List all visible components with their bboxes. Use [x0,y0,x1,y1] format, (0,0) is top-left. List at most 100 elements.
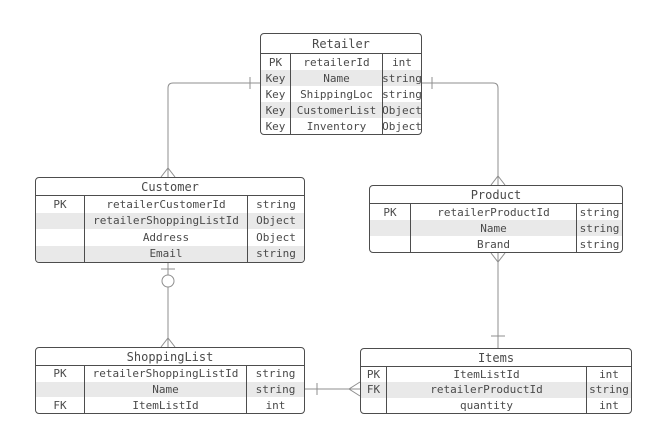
attribute-type-cell: string [246,381,304,398]
crow-foot-many [490,175,506,186]
attribute-name-cell: retailerProductId [437,205,550,219]
entity-body: PK retailerId int Key Name string Key Sh… [261,54,421,134]
attribute-name-cell: Inventory [306,119,367,133]
attribute-type-cell: int [586,397,631,413]
entity-title: Product [370,186,622,204]
attribute-type-cell: string [576,220,622,236]
entity-body: PK retailerShoppingListId string Name st… [36,366,304,413]
entity-title: Items [361,349,631,367]
key-cell [36,245,85,262]
entity-title: Retailer [261,34,421,54]
key-cell: FK [36,397,85,413]
crow-foot-many [160,337,176,348]
attribute-name-cell: ItemListId [453,368,520,382]
key-cell [36,229,85,246]
key-cell [361,397,387,413]
attribute-type-cell: string [586,382,631,398]
key-cell: Key [261,118,291,134]
attribute-name-cell: retailerShoppingListId [92,367,239,381]
attribute-row: FK ItemListId int [36,397,304,413]
entity-title: Customer [36,178,304,196]
attribute-type-cell: int [586,367,631,383]
entity-product[interactable]: Product PK retailerProductId string Name… [369,185,623,253]
attribute-name-cell: Email [149,247,183,261]
attribute-row: Key Name string [261,70,421,86]
attribute-row: FK retailerProductId string [361,382,631,398]
attribute-row: Email string [36,245,304,262]
entity-body: PK retailerCustomerId string retailerSho… [36,196,304,262]
attribute-name-cell: Brand [476,237,511,251]
key-cell: PK [36,196,85,213]
entity-body: PK retailerProductId string Name string … [370,204,622,252]
entity-items[interactable]: Items PK ItemListId int FK retailerProdu… [360,348,632,414]
edge-product-items [490,252,506,348]
attribute-row: PK ItemListId int [361,367,631,383]
key-cell: PK [261,54,291,70]
attribute-name-cell: quantity [460,398,513,412]
crow-foot-many [348,381,361,397]
key-cell: PK [361,367,387,383]
attribute-name-cell: Address [142,230,190,244]
edge-shoppinglist-items [305,381,361,397]
crow-foot-many [160,167,176,178]
key-cell [36,381,85,398]
attribute-type-cell: Object [247,229,304,246]
crow-foot-many [490,252,506,263]
attribute-row: PK retailerCustomerId string [36,196,304,213]
attribute-row: Key ShippingLoc string [261,86,421,102]
attribute-name-cell: Name [480,221,507,235]
attribute-type-cell: string [382,86,421,102]
edge-line [422,82,499,185]
attribute-type-cell: string [246,366,304,382]
attribute-name-cell: ItemListId [132,398,199,412]
key-cell: FK [361,382,387,398]
attribute-name-cell: Name [152,383,179,396]
key-cell: PK [370,204,411,220]
attribute-type-cell: int [246,397,304,413]
attribute-type-cell: string [247,245,304,262]
attribute-name-cell: retailerCustomerId [106,197,226,211]
attribute-name-cell: retailerProductId [430,383,543,397]
key-cell [36,212,85,229]
attribute-name-cell: CustomerList [296,103,377,117]
attribute-row: quantity int [361,397,631,413]
edge-retailer-customer [160,77,260,178]
attribute-row: Name string [370,220,622,236]
key-cell [370,220,411,236]
attribute-name-cell: Name [323,71,350,85]
entity-shoppinglist[interactable]: ShoppingList PK retailerShoppingListId s… [35,347,305,414]
attribute-row: PK retailerShoppingListId string [36,366,304,382]
entity-body: PK ItemListId int FK retailerProductId s… [361,367,631,413]
attribute-row: retailerShoppingListId Object [36,212,304,229]
attribute-type-cell: Object [382,102,421,118]
attribute-type-cell: string [576,204,622,220]
attribute-row: Key Inventory Object [261,118,421,134]
entity-retailer[interactable]: Retailer PK retailerId int Key Name stri… [260,33,422,135]
attribute-type-cell: Object [247,212,304,229]
attribute-type-cell: string [247,196,304,213]
zero-circle [161,274,175,288]
attribute-type-cell: int [382,54,421,70]
edge-retailer-product [422,77,506,186]
entity-customer[interactable]: Customer PK retailerCustomerId string re… [35,177,305,263]
attribute-row: PK retailerId int [261,54,421,70]
attribute-name-cell: retailerId [303,55,370,69]
key-cell: Key [261,86,291,102]
edge-line [167,82,260,177]
attribute-row: PK retailerProductId string [370,204,622,220]
attribute-name-cell: retailerShoppingListId [93,214,239,228]
attribute-name-cell: ShippingLoc [300,87,373,101]
attribute-row: Address Object [36,229,304,246]
edge-customer-shoppinglist [160,263,176,348]
key-cell: Key [261,102,291,118]
attribute-row: Name string [36,381,304,398]
attribute-type-cell: string [382,70,421,86]
attribute-row: Key CustomerList Object [261,102,421,118]
attribute-row: Brand string [370,236,622,252]
attribute-type-cell: Object [382,118,421,134]
key-cell [370,236,411,252]
attribute-type-cell: string [576,236,622,252]
key-cell: PK [36,366,85,382]
